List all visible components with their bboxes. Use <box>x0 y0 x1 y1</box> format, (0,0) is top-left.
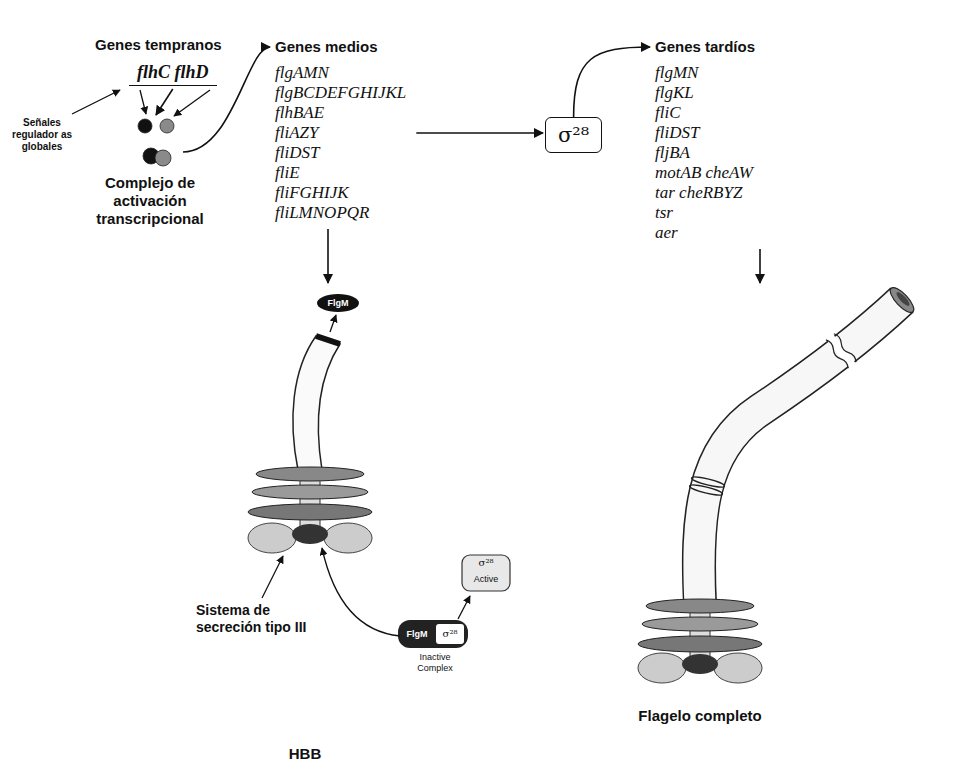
complete-flagellum-part <box>638 653 686 683</box>
gene-name: tar cheRBYZ <box>655 183 755 203</box>
gene-name: fliDST <box>655 123 755 143</box>
connector-arrow <box>156 89 173 115</box>
gene-name: fliFGHIJK <box>275 183 406 203</box>
flgm-label: FlgM <box>400 628 434 640</box>
gene-name: tsr <box>655 203 755 223</box>
sigma-complexes-part <box>398 620 468 648</box>
gene-name: flgKL <box>655 83 755 103</box>
connector-arrow <box>759 249 761 283</box>
hook-basal-body-part <box>317 294 359 312</box>
gene-name: flgMN <box>655 63 755 83</box>
gene-name: fliE <box>275 163 406 183</box>
late-genes: Genes tardíos flgMNflgKLfliCfliDSTfljBAmo… <box>655 38 755 243</box>
protein-dot <box>138 119 152 133</box>
hook-basal-body-part <box>292 524 328 544</box>
complete-flagellum-part-part <box>826 334 856 369</box>
node-text: σ²⁸ <box>558 122 589 148</box>
sigma-box: σ²⁸ <box>545 117 602 153</box>
active-label: Active <box>462 573 510 585</box>
complex-dots <box>75 112 225 174</box>
connector-arrow <box>327 229 329 283</box>
hook-basal-body-part <box>324 523 372 553</box>
hook-basal-body <box>248 294 372 598</box>
complex-label: Inactive Complex <box>406 652 464 674</box>
gene-name: flhBAE <box>275 103 406 123</box>
signal-arrows <box>72 90 210 116</box>
signal-arrows-part <box>140 90 146 114</box>
complete-flagellum-part <box>824 332 858 371</box>
complete-flagellum-part <box>682 654 718 674</box>
gene-name: fljBA <box>655 143 755 163</box>
flagellum-figure: Flagelo completo <box>570 285 830 725</box>
sigma-complexes-part <box>458 596 470 619</box>
gene-name: fliDST <box>275 143 406 163</box>
hbb-figure: HBB <box>180 285 430 763</box>
sigma-complexes-part <box>322 548 400 636</box>
gene-name: motAB cheAW <box>655 163 755 183</box>
gene-name: flgAMN <box>275 63 406 83</box>
connector-arrow <box>416 132 543 134</box>
gene-name: fliLMNOPQR <box>275 203 406 223</box>
complete-flagellum-part <box>691 475 725 489</box>
connector-arrow <box>574 47 650 117</box>
signal-arrows-part <box>174 90 210 116</box>
gene-name: fliAZY <box>275 123 406 143</box>
gene-name: fliC <box>655 103 755 123</box>
complete-flagellum-part <box>699 300 902 606</box>
protein-dot <box>155 150 171 166</box>
sigma-label: σ²⁸ <box>436 627 464 641</box>
complete-flagellum-part <box>895 290 912 307</box>
signal-arrows-part <box>72 90 120 114</box>
complete-flagellum-part <box>714 653 762 683</box>
flgm-label: FlgM <box>317 297 359 309</box>
gene-name: aer <box>655 223 755 243</box>
complete-flagellum-part <box>646 599 754 613</box>
hook-basal-body-part <box>316 336 340 344</box>
node-text: Flagelo completo <box>638 707 761 725</box>
complete-flagellum-part <box>887 284 918 316</box>
sigma-complexes-part <box>462 555 510 591</box>
hook-basal-body-part <box>330 315 336 332</box>
node-text: HBB <box>289 745 322 763</box>
signal-label: Señales regulador as globales <box>10 117 74 153</box>
protein-dot <box>160 119 174 133</box>
node-text: Complejo de activación transcripcional <box>75 174 225 228</box>
complete-flagellum-part-part <box>824 339 849 370</box>
gene-name: flgBCDEFGHIJKL <box>275 83 406 103</box>
hook-basal-body-part <box>256 467 364 481</box>
sigma-label: σ²⁸ <box>462 556 510 570</box>
node-text: flhC flhD <box>129 61 217 86</box>
sigma-complexes <box>322 548 510 648</box>
hook-basal-body-part <box>248 504 372 520</box>
secretion-label: Sistema de secreción tipo III <box>196 602 336 636</box>
hook-basal-body-part <box>262 556 283 598</box>
gene-group-heading: Genes medios <box>275 38 406 56</box>
hook-basal-body-part <box>248 523 296 553</box>
node-text: Genes tempranos <box>95 36 222 54</box>
sigma-complexes-part <box>436 624 464 644</box>
complete-flagellum-part-part <box>832 333 857 364</box>
early-genes: Genes tempranos flhC flhD <box>95 36 222 86</box>
complete-flagellum <box>638 284 917 683</box>
complete-flagellum-part <box>638 636 762 652</box>
complete-flagellum-part <box>642 617 758 631</box>
middle-genes: Genes mediosflgAMNflgBCDEFGHIJKLflhBAEfl… <box>275 38 406 223</box>
hook-basal-body-part <box>252 485 368 499</box>
hook-basal-body-part <box>293 336 340 470</box>
gene-group-heading: Genes tardíos <box>655 38 755 56</box>
activation-complex: Complejo de activación transcripcional <box>75 112 225 228</box>
